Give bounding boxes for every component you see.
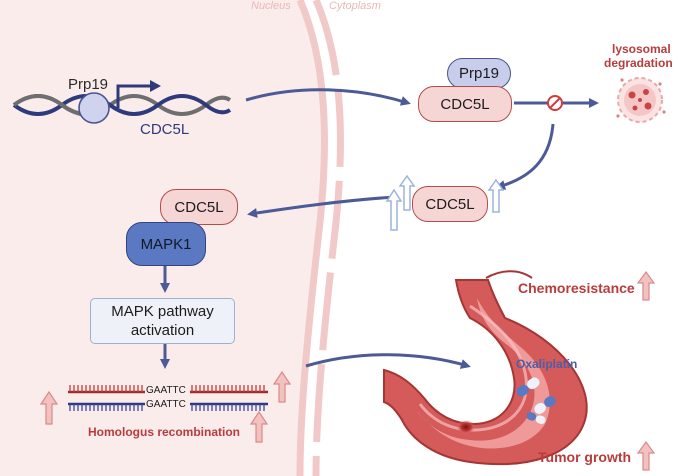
arrow-to-nucleus <box>247 195 397 218</box>
hr-sequence-bottom: GAATTC <box>146 399 186 410</box>
capsule-icon <box>516 377 556 425</box>
hr-dna-icon <box>68 385 268 411</box>
lysosome-icon <box>616 77 666 123</box>
lysosomal-label: lysosomal <box>612 42 671 56</box>
hr-label: Homologus recombination <box>88 425 241 439</box>
cdc5l-protein-complex: CDC5L <box>418 86 512 122</box>
no-entry-icon <box>547 95 563 111</box>
increase-arrow-icon <box>39 370 292 443</box>
arrow-dna-to-complex <box>245 88 411 106</box>
increase-arrow-icon <box>636 270 656 471</box>
pathway-line1: MAPK pathway <box>111 303 214 320</box>
oxaliplatin-label: Oxaliplatin <box>516 357 578 371</box>
nuclear-envelope-outer <box>296 0 328 476</box>
dna-helix <box>12 94 232 117</box>
nucleus-label: Nucleus <box>251 0 291 12</box>
chemoresistance-label: Chemoresistance <box>518 280 635 296</box>
prp19-gene-label: Prp19 <box>68 76 109 93</box>
arrow-to-stomach <box>305 353 471 369</box>
mapk-pathway-box: MAPK pathway activation <box>90 298 235 344</box>
prp19-protein: Prp19 <box>447 58 511 89</box>
cdc5l-nuclear: CDC5L <box>160 189 238 225</box>
hr-sequence-top: GAATTC <box>146 385 186 396</box>
increase-arrow-icon <box>385 174 505 231</box>
cytoplasm-label: Cytoplasm <box>329 0 381 12</box>
degradation-label: degradation <box>604 56 673 70</box>
nuclear-envelope-inner <box>312 0 344 476</box>
mapk1-protein: MAPK1 <box>126 222 206 266</box>
tumor-growth-label: Tumor growth <box>538 449 632 465</box>
cdc5l-gene-label: CDC5L <box>140 121 190 138</box>
prp19-factor <box>78 92 110 124</box>
transcription-start-arrow <box>116 84 150 108</box>
arrow-to-accumulated <box>495 123 555 190</box>
pathway-line2: activation <box>130 322 195 339</box>
cdc5l-accumulated: CDC5L <box>412 186 488 222</box>
